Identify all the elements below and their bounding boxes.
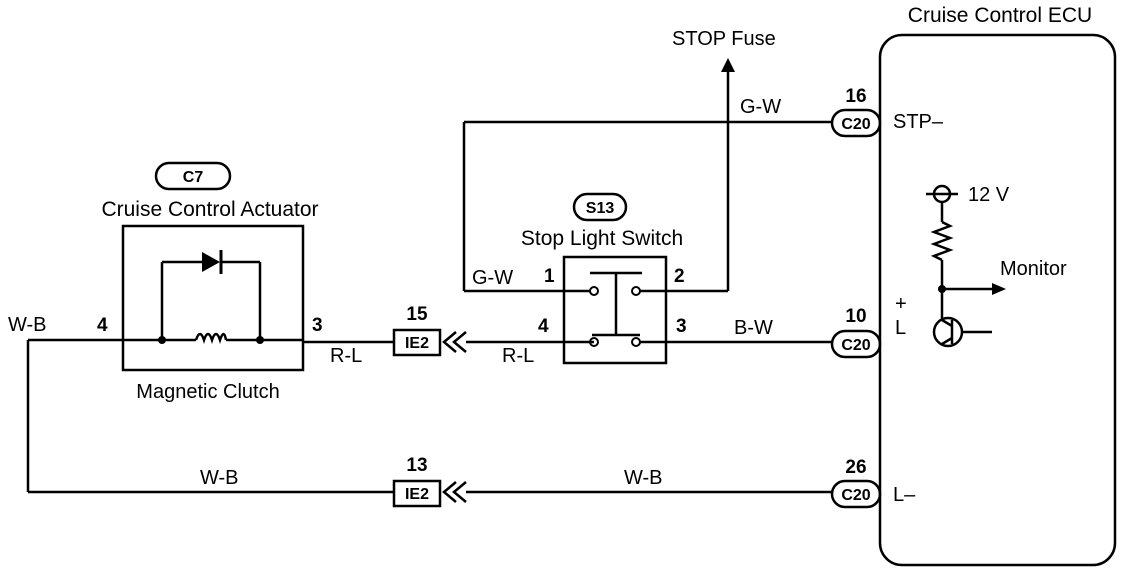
diode-icon [202,252,220,272]
wire-rl-left-label: R-L [330,345,362,367]
wire-wb-left-label: W-B [8,314,47,336]
ie2-lower-chevron-1-icon [442,481,457,503]
wire-gw-top-label: G-W [740,96,781,118]
connector-c20-stp-label: C20 [841,116,870,133]
monitor-arrow-icon [992,283,1006,295]
ie2-lower-chevron-2-icon [452,481,467,503]
switch-pin-3: 3 [676,316,687,337]
transistor-emitter [941,336,953,346]
actuator-clutch-label: Magnetic Clutch [136,381,279,403]
connector-c20-l-label: C20 [841,337,870,354]
stop-fuse-label: STOP Fuse [672,28,776,50]
switch-contact-3 [631,337,641,347]
actuator-pin-3: 3 [312,315,323,336]
actuator-pin-4: 4 [97,315,108,336]
stop-switch-title: Stop Light Switch [521,227,683,250]
connector-ie2-lower [392,479,442,508]
ecu-box [878,33,1117,567]
switch-contact-2 [631,286,641,296]
wire-wb-bot-right-label: W-B [624,467,663,489]
transistor-collector [941,318,953,328]
ecu-pin-stp: STP– [893,111,944,133]
ecu-pin-l-plus: L [895,317,906,339]
actuator-code: C7 [183,169,204,186]
stop-fuse-arrow-icon [721,58,735,72]
switch-pin-4: 4 [538,316,549,337]
switch-pin-2: 2 [674,266,685,287]
connector-c20-lminus-label: C20 [841,487,870,504]
c20-pin-26: 26 [845,457,866,478]
actuator-box [121,224,305,372]
connector-ie2-lower-label: IE2 [405,486,429,503]
ie2-upper-chevron-1-icon [442,331,457,353]
c20-pin-16: 16 [845,86,866,107]
ecu-monitor-label: Monitor [1000,258,1067,280]
connector-c20-lminus [830,479,882,509]
ecu-pin-l-minus: L– [893,484,916,506]
ecu-title: Cruise Control ECU [908,4,1092,27]
stop-switch-box [562,255,668,365]
switch-pin-1: 1 [544,266,555,287]
c20-pin-10: 10 [845,306,866,327]
ie2-pin-15: 15 [406,304,428,325]
actuator-code-badge [154,161,232,191]
actuator-title: Cruise Control Actuator [101,198,318,221]
clutch-coil-icon [194,332,228,344]
ecu-supply-label: 12 V [968,184,1010,206]
wire-gw-left-label: G-W [472,267,513,289]
connector-c20-l [830,329,882,359]
stop-switch-code-badge [572,192,628,222]
resistor-icon [930,220,954,262]
ie2-upper-chevron-2-icon [452,331,467,353]
wire-wb-bot-left-label: W-B [200,467,239,489]
ecu-pin-l-plus-sign: + [895,293,907,315]
wire-rl-right-label: R-L [502,345,534,367]
wire-bw-label: B-W [734,317,773,339]
switch-contact-1 [589,286,599,296]
ie2-pin-13: 13 [406,455,427,476]
connector-ie2-upper-label: IE2 [405,335,429,352]
stop-switch-code: S13 [586,200,615,217]
